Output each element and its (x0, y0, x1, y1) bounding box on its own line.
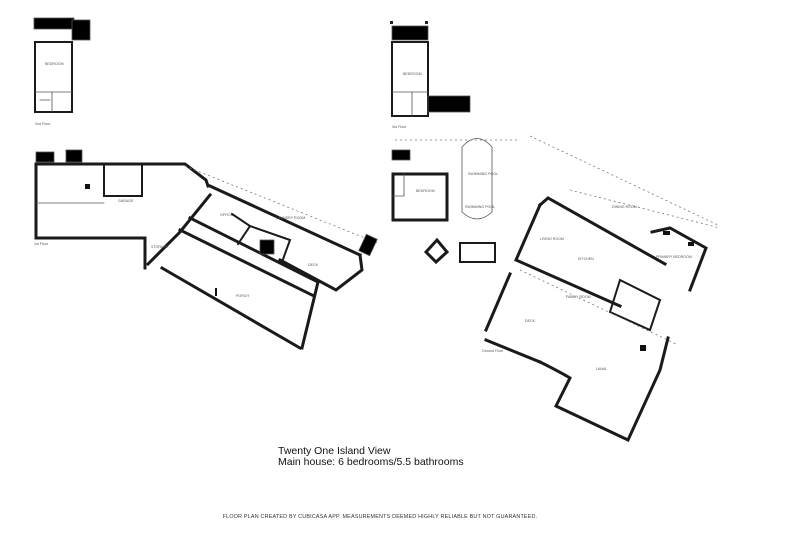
svg-text:STORAGE: STORAGE (151, 245, 169, 249)
svg-text:DECK: DECK (525, 319, 536, 323)
plan-title: Twenty One Island View (278, 445, 391, 457)
plan-left-main: GARAGE OFFICE LAUNDRY ROOM PORCH DECK ST… (34, 149, 381, 351)
svg-text:KITCHEN: KITCHEN (578, 257, 594, 261)
plan-left-top-wall (34, 162, 210, 188)
svg-text:LANAI: LANAI (596, 367, 606, 371)
svg-text:BEDROOM: BEDROOM (403, 72, 422, 76)
svg-text:PRIMARY BEDROOM: PRIMARY BEDROOM (656, 255, 692, 259)
plan-top-center-stair (427, 95, 471, 113)
svg-text:GARAGE: GARAGE (118, 199, 134, 203)
plan-top-center-bath (391, 91, 429, 117)
svg-text:3rd Floor: 3rd Floor (392, 125, 407, 129)
plan-top-left-balcony (33, 17, 75, 30)
svg-text:PORCH: PORCH (236, 294, 249, 298)
plan-left-inner-room (103, 163, 143, 197)
plan-top-center-balcony (391, 25, 429, 41)
svg-text:DINING ROOM: DINING ROOM (612, 205, 637, 209)
plan-right-lanai (537, 336, 670, 443)
svg-text:BEDROOM: BEDROOM (416, 189, 435, 193)
svg-text:SWIMMING POOL: SWIMMING POOL (468, 172, 498, 176)
plan-top-left-stair (71, 19, 91, 41)
svg-text:OFFICE: OFFICE (220, 213, 234, 217)
svg-text:1st Floor: 1st Floor (34, 242, 49, 246)
plan-top-center-walls (391, 41, 429, 117)
plan-top-left-walls (34, 41, 73, 113)
plan-top-left: BEDROOM 2nd Floor (33, 17, 91, 126)
svg-text:SWIMMING POOL: SWIMMING POOL (465, 205, 495, 209)
svg-text:LIVING ROOM: LIVING ROOM (540, 237, 564, 241)
svg-text:FAMILY ROOM: FAMILY ROOM (566, 295, 591, 299)
svg-text:DECK: DECK (308, 263, 319, 267)
swimming-pool (461, 138, 493, 220)
plan-left-west-wall (34, 162, 147, 270)
svg-text:2nd Floor: 2nd Floor (35, 122, 51, 126)
plan-subtitle: Main house: 6 bedrooms/5.5 bathrooms (278, 456, 464, 468)
svg-text:Ground Floor: Ground Floor (482, 349, 504, 353)
plan-top-left-bath (34, 91, 73, 113)
disclaimer-footer: FLOOR PLAN CREATED BY CUBICASA APP. MEAS… (222, 514, 538, 520)
svg-text:LAUNDRY ROOM: LAUNDRY ROOM (276, 216, 305, 220)
plan-top-center: BEDROOM 3rd Floor (390, 21, 471, 129)
plan-right-bedroom (391, 172, 449, 222)
svg-text:BEDROOM: BEDROOM (45, 62, 64, 66)
plan-right-main: BEDROOM SWIMMING POOL SWIMMING POOL LIVI… (391, 135, 721, 443)
